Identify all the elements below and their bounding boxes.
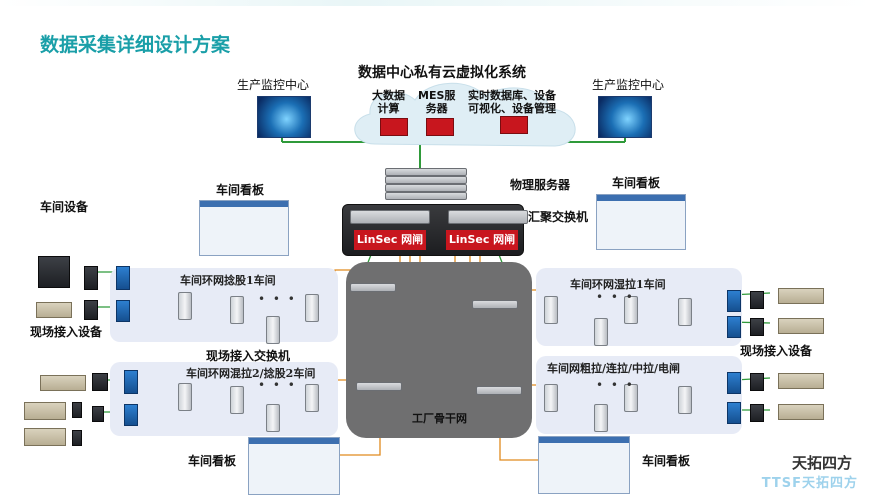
device-blue-left-3	[124, 370, 138, 394]
region-bottom-right-title: 车间网粗拉/连拉/中拉/电闸	[547, 362, 681, 375]
region-top-left-title: 车间环网捻股1车间	[180, 274, 276, 287]
ring-switch-br-1	[544, 384, 558, 412]
device-plc-right-2	[778, 318, 824, 334]
monitoring-center-left-screen	[257, 96, 311, 138]
field-access-switch-label: 现场接入交换机	[206, 349, 291, 363]
watermark-brand: 天拓四方	[791, 454, 852, 472]
device-blue-right-2	[727, 316, 741, 338]
page-title: 数据采集详细设计方案	[40, 34, 231, 56]
device-gateway-right-4	[750, 404, 764, 422]
device-gateway-left-4	[92, 406, 104, 422]
device-blue-right-1	[727, 290, 741, 312]
ring-switch-tr-4	[594, 318, 608, 346]
device-blue-left-2	[116, 300, 130, 322]
region-bottom-left	[110, 362, 338, 436]
ring-switch-tl-1	[178, 292, 192, 320]
ellipsis-br: • • •	[596, 378, 635, 392]
region-bottom-right	[536, 356, 742, 434]
board-top-right-label: 车间看板	[612, 176, 661, 190]
device-hmi-left-1	[38, 256, 70, 288]
backbone-switch-3	[356, 382, 402, 391]
board-top-left-label: 车间看板	[216, 183, 265, 197]
ring-switch-tl-4	[266, 316, 280, 344]
board-bottom-left-label: 车间看板	[188, 454, 237, 468]
physical-server-unit-2	[385, 176, 467, 184]
device-blue-right-3	[727, 372, 741, 394]
device-sensor-left-2	[72, 430, 82, 446]
device-plc-left-2	[40, 375, 86, 391]
ring-switch-bl-1	[178, 383, 192, 411]
device-blue-right-4	[727, 402, 741, 424]
device-plc-left-1	[36, 302, 72, 318]
backbone-switch-4	[476, 386, 522, 395]
backbone-switch-1	[350, 283, 396, 292]
header-decoration	[0, 0, 872, 6]
region-top-left	[110, 268, 338, 342]
ring-switch-bl-4	[266, 404, 280, 432]
ring-switch-tl-3	[305, 294, 319, 322]
device-plc-left-3	[24, 402, 66, 420]
device-gateway-left-2	[84, 300, 98, 320]
server-mes-label: MES服务器	[418, 89, 456, 115]
board-bottom-right	[538, 436, 630, 494]
aggregation-switch-right	[448, 210, 528, 224]
device-plc-left-4	[24, 428, 66, 446]
server-mes-icon	[426, 118, 454, 136]
device-plc-right-1	[778, 288, 824, 304]
board-bottom-left	[248, 437, 340, 495]
ring-switch-tr-3	[678, 298, 692, 326]
device-blue-left-4	[124, 404, 138, 426]
region-top-right	[536, 268, 742, 346]
backbone-label: 工厂骨干网	[412, 412, 467, 425]
server-bigdata-icon	[380, 118, 408, 136]
device-plc-right-4	[778, 404, 824, 420]
ring-switch-tr-1	[544, 296, 558, 324]
monitoring-center-right-screen	[598, 96, 652, 138]
server-realtime-label: 实时数据库、设备可视化、设备管理	[468, 89, 556, 115]
board-top-left	[199, 200, 289, 256]
device-gateway-right-2	[750, 318, 764, 336]
ring-switch-br-4	[594, 404, 608, 432]
field-access-device-right-label: 现场接入设备	[740, 344, 813, 358]
device-sensor-left-1	[72, 402, 82, 418]
region-bottom-left-title: 车间环网混拉2/捻股2车间	[186, 367, 316, 380]
aggregation-switch-label: 汇聚交换机	[528, 210, 589, 224]
ring-switch-tr-2	[624, 296, 638, 324]
board-bottom-right-label: 车间看板	[642, 454, 691, 468]
aggregation-switch-left	[350, 210, 430, 224]
firewall-left: LinSec 网闸	[354, 230, 426, 250]
ellipsis-tr: • • •	[596, 290, 635, 304]
region-top-right-title: 车间环网湿拉1车间	[570, 278, 666, 291]
device-plc-right-3	[778, 373, 824, 389]
physical-server-unit-4	[385, 192, 467, 200]
field-access-device-left-label: 现场接入设备	[30, 325, 103, 339]
server-realtime-icon	[500, 116, 528, 134]
physical-server-label: 物理服务器	[510, 178, 571, 192]
device-blue-left-1	[116, 266, 130, 290]
board-top-right	[596, 194, 686, 250]
device-gateway-left-3	[92, 373, 108, 391]
ellipsis-bl: • • •	[258, 378, 297, 392]
watermark-sub: TTSF天拓四方	[761, 476, 858, 491]
firewall-right: LinSec 网闸	[446, 230, 518, 250]
device-gateway-left-1	[84, 266, 98, 290]
monitoring-center-left-label: 生产监控中心	[237, 78, 310, 92]
ring-switch-br-2	[624, 384, 638, 412]
server-bigdata-label: 大数据计算	[372, 89, 405, 115]
ring-switch-br-3	[678, 386, 692, 414]
ring-switch-tl-2	[230, 296, 244, 324]
cloud-title: 数据中心私有云虚拟化系统	[358, 65, 526, 81]
backbone-switch-2	[472, 300, 518, 309]
monitoring-center-right-label: 生产监控中心	[592, 78, 665, 92]
physical-server-unit-1	[385, 168, 467, 176]
ring-switch-bl-3	[305, 384, 319, 412]
physical-server-unit-3	[385, 184, 467, 192]
ellipsis-tl: • • •	[258, 292, 297, 306]
workshop-equipment-label: 车间设备	[40, 200, 89, 214]
device-gateway-right-1	[750, 291, 764, 309]
ring-switch-bl-2	[230, 386, 244, 414]
device-gateway-right-3	[750, 373, 764, 391]
cloud-shape	[354, 82, 576, 147]
